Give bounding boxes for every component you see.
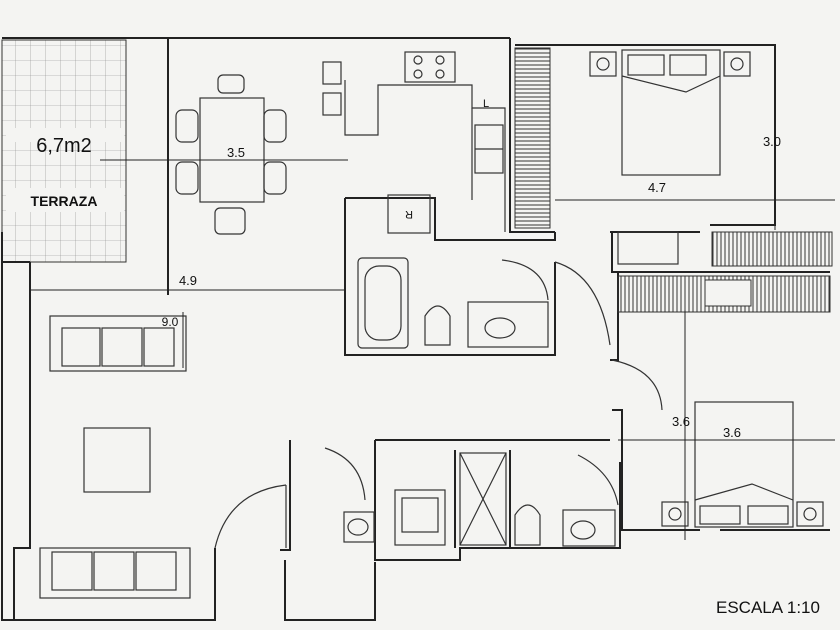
washer-mark: L bbox=[483, 98, 489, 110]
terrace-label: TERRAZA bbox=[31, 193, 98, 209]
dim-bedroom1-width: 4.7 bbox=[648, 180, 666, 195]
doors bbox=[214, 261, 663, 549]
scale-label: ESCALA 1:10 bbox=[716, 598, 820, 617]
dimension-lines bbox=[30, 48, 835, 540]
bathroom-2 bbox=[343, 452, 616, 547]
living-room bbox=[39, 315, 191, 599]
dim-bedroom2-depth: 3.6 bbox=[672, 414, 690, 429]
dim-living-length: 9.0 bbox=[162, 315, 179, 329]
closet-hatch-1 bbox=[514, 47, 551, 229]
kitchen: L R bbox=[322, 51, 506, 234]
bathroom-1 bbox=[357, 257, 549, 349]
dim-dining-width: 3.5 bbox=[227, 145, 245, 160]
bedroom-1 bbox=[589, 49, 751, 265]
dim-bedroom1-depth: 3.0 bbox=[763, 134, 781, 149]
dim-bedroom2-width: 3.6 bbox=[723, 425, 741, 440]
terrace bbox=[1, 39, 127, 263]
dining-table bbox=[175, 74, 287, 235]
bedroom-2 bbox=[661, 401, 824, 528]
dim-living-width: 4.9 bbox=[179, 273, 197, 288]
wardrobe-gap bbox=[704, 279, 752, 307]
fridge-mark: R bbox=[405, 208, 413, 220]
terrace-area: 6,7m2 bbox=[36, 135, 92, 157]
closet-hatch-2 bbox=[711, 231, 833, 267]
